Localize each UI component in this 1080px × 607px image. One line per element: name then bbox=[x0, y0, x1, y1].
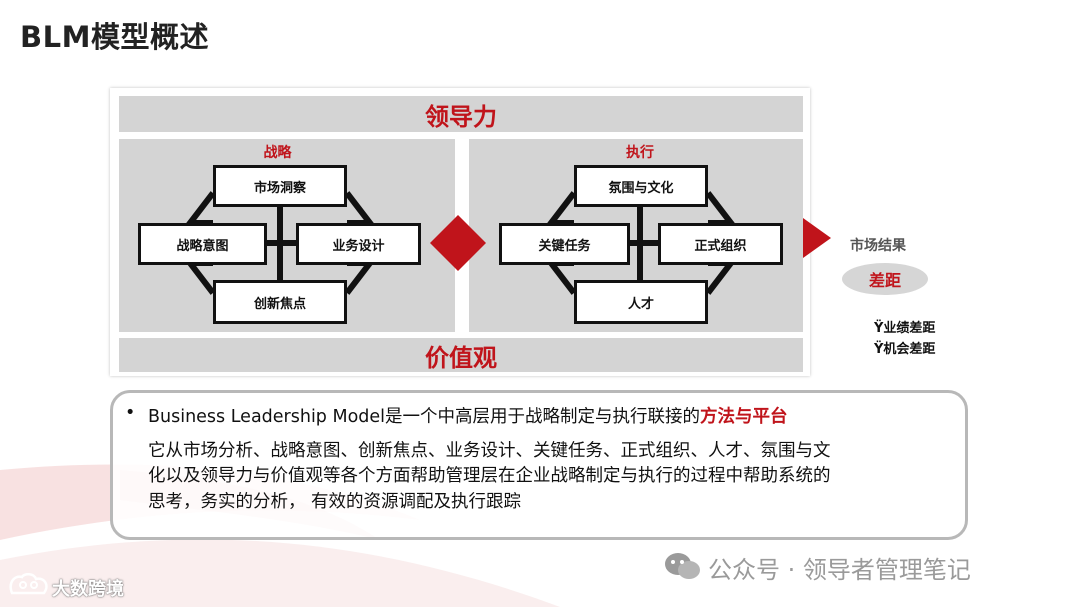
connector-diamond bbox=[430, 215, 486, 271]
values-band: 价值观 bbox=[119, 338, 803, 372]
brand-logo-icon bbox=[9, 573, 48, 595]
node-talent: 人才 bbox=[574, 280, 708, 324]
opportunity-gap: Ÿ机会差距 bbox=[874, 342, 936, 357]
gap-ellipse: 差距 bbox=[842, 263, 928, 295]
page-title: BLM模型概述 bbox=[20, 20, 209, 54]
strategy-label: 战略 bbox=[263, 145, 292, 161]
description-line-2: 它从市场分析、战略意图、创新焦点、业务设计、关键任务、正式组织、人才、氛围与文 bbox=[148, 441, 831, 461]
description-line-1-text: Business Leadership Model是一个中高层用于战略制定与执行… bbox=[148, 407, 701, 427]
description-line-1: Business Leadership Model是一个中高层用于战略制定与执行… bbox=[148, 403, 788, 428]
node-business-design: 业务设计 bbox=[296, 223, 421, 265]
wechat-icon bbox=[665, 553, 700, 579]
node-climate-culture: 氛围与文化 bbox=[574, 165, 708, 207]
execution-label: 执行 bbox=[626, 145, 654, 161]
node-market-insight: 市场洞察 bbox=[213, 165, 347, 207]
description-highlight: 方法与平台 bbox=[700, 407, 788, 427]
performance-gap: Ÿ业绩差距 bbox=[874, 321, 936, 336]
gap-label: 差距 bbox=[868, 271, 901, 290]
brand-watermark: 大数跨境 bbox=[52, 579, 124, 600]
market-result-label: 市场结果 bbox=[850, 238, 906, 254]
wechat-watermark: 公众号 · 领导者管理笔记 bbox=[708, 556, 971, 584]
node-key-tasks: 关键任务 bbox=[499, 223, 630, 265]
node-formal-organization: 正式组织 bbox=[658, 223, 783, 265]
description-line-3: 化以及领导力与价值观等各个方面帮助管理层在企业战略制定与执行的过程中帮助系统的 bbox=[148, 466, 831, 486]
description-line-4: 思考，务实的分析， 有效的资源调配及执行跟踪 bbox=[148, 492, 522, 512]
result-arrow bbox=[803, 218, 831, 258]
description-box bbox=[110, 390, 968, 540]
node-innovation-focus: 创新焦点 bbox=[213, 280, 347, 324]
description-bullet: • bbox=[125, 403, 136, 423]
node-strategic-intent: 战略意图 bbox=[138, 223, 267, 265]
leadership-band: 领导力 bbox=[119, 96, 803, 132]
